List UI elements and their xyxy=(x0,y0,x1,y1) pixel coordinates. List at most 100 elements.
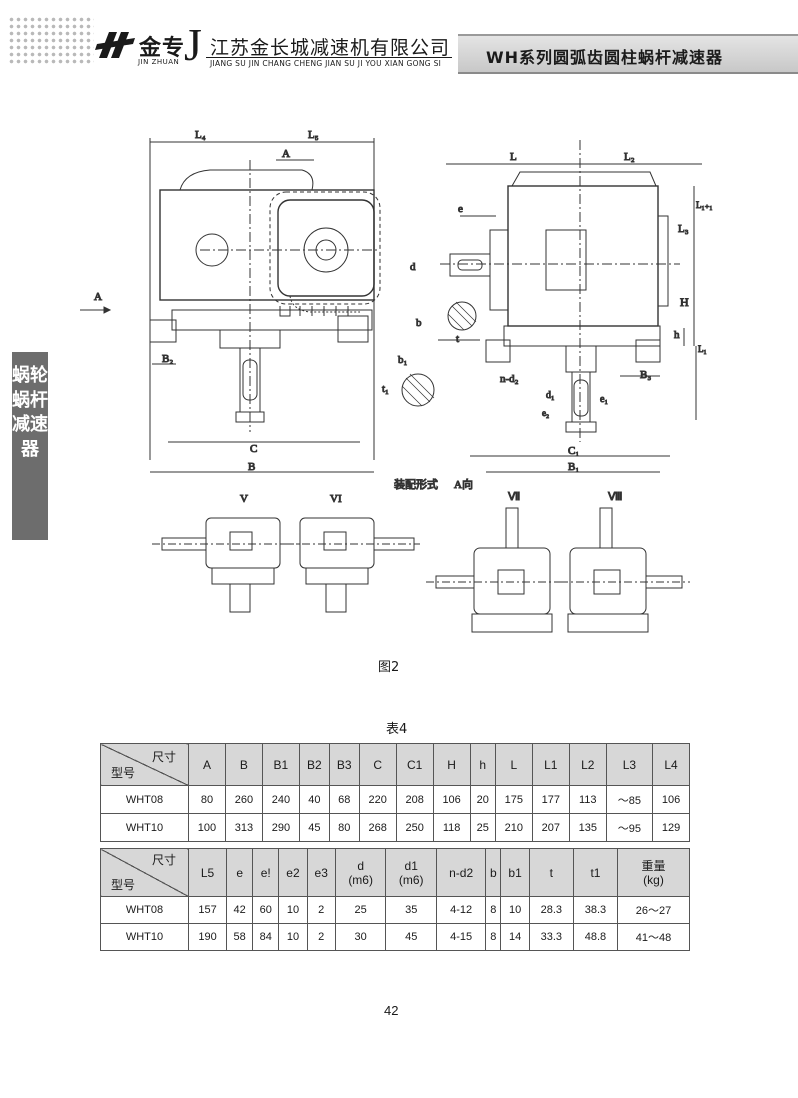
table-row: WHT10 100 313 290 45 80 268 250 118 25 2… xyxy=(100,813,690,842)
dim-label-l2: L₂ xyxy=(624,151,635,163)
value-cell: 118 xyxy=(432,813,471,842)
company-name: 江苏金长城减速机有限公司 xyxy=(210,37,451,59)
dim-label-e: e xyxy=(458,203,463,215)
assembly-view-v: V xyxy=(152,493,300,613)
value-cell: 10 xyxy=(278,896,308,924)
view-label-vii: Ⅶ xyxy=(508,491,520,503)
table-header-row: 尺寸 型号 L5 e e! e2 e3 d (m6) d1 (m6) n-d2 … xyxy=(100,848,690,897)
dimension-table-1: 尺寸 型号 A B B1 B2 B3 C C1 H h L L1 L2 L3 L… xyxy=(100,743,690,842)
value-cell: 68 xyxy=(328,785,360,814)
diag-label-size: 尺寸 xyxy=(151,750,176,764)
brand-name-en: JIN ZHUAN xyxy=(138,58,180,66)
table-caption: 表4 xyxy=(386,722,408,737)
value-cell: 20 xyxy=(469,785,496,814)
dim-label-b3: B₃ xyxy=(640,369,651,381)
column-header: H xyxy=(432,743,471,786)
dim-label-l1-bottom: L₁ xyxy=(698,344,707,354)
dim-label-l3: L₃ xyxy=(678,223,689,235)
value-cell: 4-12 xyxy=(435,896,487,924)
table-header-row: 尺寸 型号 A B B1 B2 B3 C C1 H h L L1 L2 L3 L… xyxy=(100,743,690,786)
page-number: 42 xyxy=(384,1003,399,1018)
model-cell: WHT10 xyxy=(100,813,189,842)
value-cell: 2 xyxy=(306,923,336,951)
value-cell: 135 xyxy=(568,813,607,842)
column-header: L1 xyxy=(531,743,570,786)
dim-label-l1-top: L₁₊₁ xyxy=(696,200,713,210)
series-title: WH系列圆弧齿圆柱蜗杆减速器 xyxy=(486,48,724,67)
value-cell: 177 xyxy=(531,785,570,814)
side-category-label: 蜗轮蜗杆减速器 xyxy=(12,365,48,460)
model-cell: WHT10 xyxy=(100,923,189,951)
diag-label-size: 尺寸 xyxy=(151,853,176,867)
value-cell: ～95 xyxy=(605,813,654,842)
technical-drawing: L₄ L₅ A B₂ C B A b t b₁ t₁ xyxy=(80,120,780,650)
value-cell: 48.8 xyxy=(572,923,619,951)
dim-label-d1: d₁ xyxy=(546,390,555,401)
series-title-band xyxy=(458,34,798,74)
assembly-view-vii: Ⅶ xyxy=(426,491,570,633)
value-cell: 10 xyxy=(278,923,308,951)
dim-label-t1-key: t₁ xyxy=(382,383,389,395)
diag-label-model: 型号 xyxy=(111,878,136,892)
value-cell: 210 xyxy=(494,813,533,842)
value-cell: 40 xyxy=(298,785,330,814)
diagonal-header-cell: 尺寸 型号 xyxy=(100,848,189,897)
dim-label-e2: e₂ xyxy=(542,408,549,418)
model-cell: WHT08 xyxy=(100,896,189,924)
value-cell: 84 xyxy=(252,923,280,951)
table-row: WHT10 190 58 84 10 2 30 45 4-15 8 14 33.… xyxy=(100,923,690,951)
column-header: n-d2 xyxy=(435,848,487,897)
column-header: C1 xyxy=(395,743,434,786)
diagonal-header-cell: 尺寸 型号 xyxy=(100,743,189,786)
dim-label-h-big: H xyxy=(680,295,689,309)
value-cell: 106 xyxy=(652,785,690,814)
value-cell: 80 xyxy=(328,813,360,842)
value-cell: 35 xyxy=(385,896,437,924)
value-cell: 41～48 xyxy=(617,923,690,951)
column-header: b1 xyxy=(500,848,530,897)
value-cell: 33.3 xyxy=(528,923,574,951)
brand-j-letter: J xyxy=(184,19,202,70)
dim-label-c1: C₁ xyxy=(568,445,579,457)
dim-label-a: A xyxy=(282,148,290,160)
value-cell: 113 xyxy=(568,785,607,814)
value-cell: 14 xyxy=(500,923,530,951)
value-cell: 8 xyxy=(485,896,502,924)
side-view: L L₂ L₁₊₁ L₃ H h L₁ e d n-d₂ d₁ e₂ e₁ B₃… xyxy=(410,140,713,474)
diag-label-model: 型号 xyxy=(111,766,136,780)
dim-label-nd2: n-d₂ xyxy=(500,373,519,385)
value-cell: 240 xyxy=(261,785,300,814)
dim-label-l5: L₅ xyxy=(308,129,319,141)
company-name-en: JIANG SU JIN CHANG CHENG JIAN SU JI YOU … xyxy=(210,59,442,68)
dim-label-b2: B₂ xyxy=(162,353,173,365)
model-cell: WHT08 xyxy=(100,785,189,814)
brand-name: 金专 xyxy=(139,36,186,61)
column-header: e xyxy=(226,848,254,897)
side-category-tab xyxy=(12,352,48,540)
assembly-label: 装配形式 xyxy=(394,478,438,491)
dim-label-b1-key: b₁ xyxy=(398,354,408,366)
column-header: L2 xyxy=(568,743,607,786)
assembly-direction: A向 xyxy=(454,477,473,491)
dim-label-l4: L₄ xyxy=(195,129,206,141)
brand-logo-icon xyxy=(95,32,135,58)
value-cell: 106 xyxy=(432,785,471,814)
value-cell: 100 xyxy=(188,813,226,842)
column-header: B3 xyxy=(328,743,360,786)
value-cell: 45 xyxy=(298,813,330,842)
column-header: A xyxy=(188,743,226,786)
value-cell: 25 xyxy=(334,896,387,924)
dim-label-b: B xyxy=(248,461,255,473)
column-header: C xyxy=(358,743,397,786)
dim-label-e1: e₁ xyxy=(600,394,608,405)
column-header: e2 xyxy=(278,848,308,897)
page-header: 金专 JIN ZHUAN J 江苏金长城减速机有限公司 JIANG SU JIN… xyxy=(0,0,798,82)
value-cell: 207 xyxy=(531,813,570,842)
value-cell: 268 xyxy=(358,813,397,842)
value-cell: 8 xyxy=(485,923,502,951)
column-header: d (m6) xyxy=(334,848,387,897)
value-cell: 30 xyxy=(334,923,387,951)
value-cell: 25 xyxy=(469,813,496,842)
dim-label-b1: B₁ xyxy=(568,461,579,473)
figure-caption: 图2 xyxy=(378,660,400,675)
